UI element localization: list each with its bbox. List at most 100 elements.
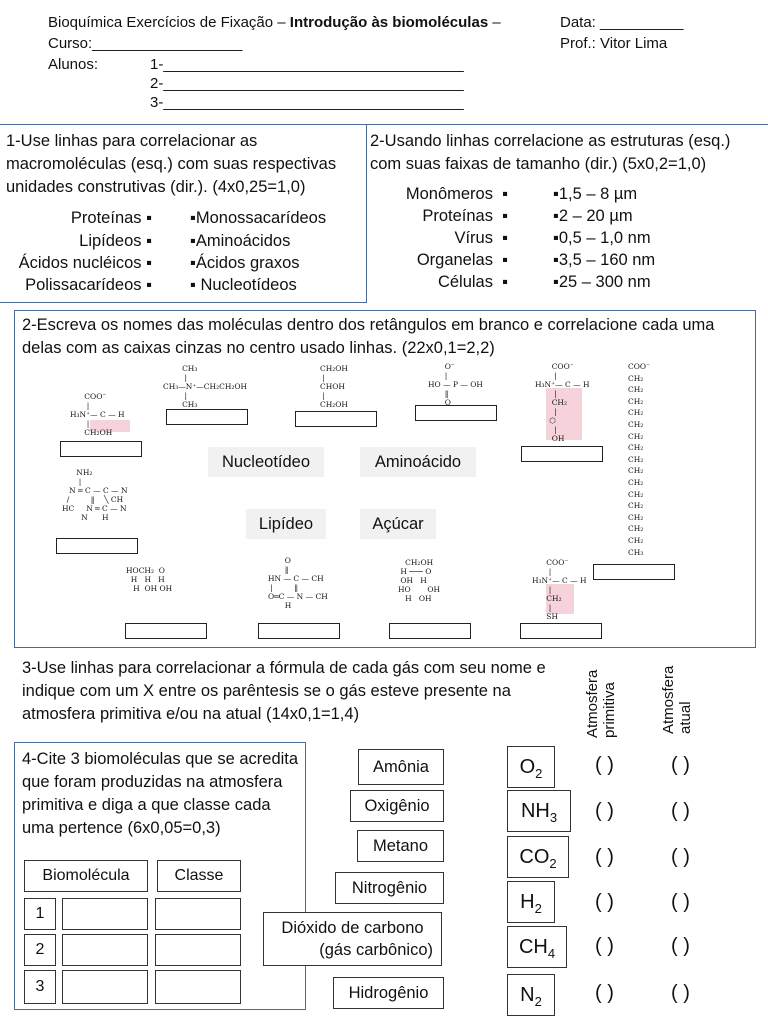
- worksheet-title: Bioquímica Exercícios de Fixação – Intro…: [48, 14, 501, 32]
- glycerol-structure: CH₂OH | CHOH | CH₂OH: [320, 364, 348, 409]
- q1-left-item: Lipídeos: [79, 231, 152, 251]
- answer-box[interactable]: [389, 623, 471, 639]
- biomolecule-input[interactable]: [62, 898, 148, 930]
- answer-box[interactable]: [125, 623, 207, 639]
- formula-co2: CO2: [507, 836, 569, 878]
- category-sugar: Açúcar: [360, 509, 436, 539]
- primitive-check[interactable]: ( ): [595, 935, 614, 957]
- formula-n2: N2: [507, 974, 555, 1016]
- current-check[interactable]: ( ): [671, 754, 690, 776]
- fatty-acid-unit: CH₂: [628, 408, 644, 418]
- formula-nh3: NH3: [507, 790, 571, 832]
- phosphate-structure: O⁻ | HO — P — OH ‖ O: [428, 362, 483, 407]
- class-input[interactable]: [155, 934, 241, 966]
- q1-bottom: [0, 302, 367, 303]
- current-check[interactable]: ( ): [671, 800, 690, 822]
- class-input[interactable]: [155, 898, 241, 930]
- fatty-acid-unit: CH₂: [628, 501, 644, 511]
- fatty-acid-unit: CH₂: [628, 489, 644, 499]
- formula-h2: H2: [507, 881, 555, 923]
- answer-box[interactable]: [60, 441, 142, 457]
- q1-left-item: Polissacarídeos: [25, 275, 152, 295]
- primitive-check[interactable]: ( ): [595, 846, 614, 868]
- q1-left-item: Ácidos nucléicos: [19, 253, 152, 273]
- answer-box[interactable]: [166, 409, 248, 425]
- fatty-acid-unit: CH₂: [628, 385, 644, 395]
- fatty-acid-unit: COO⁻: [628, 362, 650, 371]
- formula-o2: O2: [507, 746, 555, 788]
- q4-text: 4-Cite 3 biomoléculas que se acredita qu…: [22, 750, 299, 837]
- glucose-structure: CH₂OH H ─── O OH H HO OH H OH: [398, 558, 441, 603]
- q2-left-item: Proteínas: [422, 206, 508, 226]
- biomolecule-input[interactable]: [62, 934, 148, 966]
- student-line: 1-____________________________________: [150, 56, 464, 73]
- q2-right-item: 25 – 300 nm: [553, 272, 651, 292]
- fatty-acid-unit: CH₂: [628, 443, 644, 453]
- fatty-acid-unit: CH₂: [628, 536, 644, 545]
- answer-box[interactable]: [56, 538, 138, 554]
- fatty-acid-unit: CH₂: [628, 431, 644, 441]
- q2-left-item: Vírus: [454, 228, 508, 248]
- formula-ch4: CH4: [507, 926, 567, 968]
- q1-text: 1-Use linhas para correlacionar as macro…: [6, 132, 337, 196]
- student-line: 2-____________________________________: [150, 75, 464, 92]
- cysteine-highlight: [546, 584, 574, 614]
- q1-right-item: Ácidos graxos: [190, 253, 300, 273]
- biomolecule-input[interactable]: [62, 970, 148, 1004]
- students-label: Alunos:: [48, 56, 99, 73]
- primitive-check[interactable]: ( ): [595, 982, 614, 1004]
- primitive-check[interactable]: ( ): [595, 800, 614, 822]
- primitive-check[interactable]: ( ): [595, 754, 614, 776]
- q2-right-item: 2 – 20 µm: [553, 206, 633, 226]
- uracil-structure: O ‖ HN — C — CH | ‖ O═C — N — CH H: [268, 556, 328, 610]
- gas-name-dioxido: Dióxido de carbono(gás carbônico): [263, 912, 442, 966]
- q3-text: 3-Use linhas para correlacionar a fórmul…: [22, 659, 546, 723]
- current-check[interactable]: ( ): [671, 935, 690, 957]
- choline-structure: CH₃ | CH₃—N⁺—CH₂CH₂OH | CH₃: [163, 364, 248, 409]
- tyrosine-structure: COO⁻ | H₃N⁺— C — H | CH₂ | ⬡ | OH: [535, 362, 590, 443]
- fatty-acid-unit: CH₂: [628, 454, 644, 464]
- answer-box[interactable]: [258, 623, 340, 639]
- professor-name: Prof.: Vitor Lima: [560, 35, 668, 52]
- class-input[interactable]: [155, 970, 241, 1004]
- q2-right-item: 1,5 – 8 µm: [553, 184, 637, 204]
- primitive-check[interactable]: ( ): [595, 891, 614, 913]
- q2-right-item: 0,5 – 1,0 nm: [553, 228, 651, 248]
- q2-left-item: Células: [438, 272, 508, 292]
- q1-q2-divider: [366, 124, 367, 302]
- gas-name-oxigenio: Oxigênio: [350, 790, 444, 822]
- row-number: 1: [24, 898, 56, 930]
- ribose-structure: HOCH₂ O H H H H OH OH: [126, 566, 173, 593]
- gas-name-amonia: Amônia: [358, 749, 444, 785]
- category-amino-acid: Aminoácido: [360, 447, 476, 477]
- answer-box[interactable]: [521, 446, 603, 462]
- current-check[interactable]: ( ): [671, 982, 690, 1004]
- top-divider: [0, 124, 768, 125]
- gas-name-nitrogenio: Nitrogênio: [335, 872, 444, 904]
- student-line: 3-____________________________________: [150, 94, 464, 111]
- answer-box[interactable]: [415, 405, 497, 421]
- col-header-class: Classe: [157, 860, 241, 892]
- fatty-acid-unit: CH₂: [628, 524, 644, 534]
- q2-text: 2-Usando linhas correlacione as estrutur…: [370, 132, 731, 173]
- title-bold: Introdução às biomoléculas: [289, 14, 489, 31]
- cysteine-structure: COO⁻ | H₃N⁺— C — H | CH₂ | SH: [532, 558, 587, 621]
- q1-right-item: Monossacarídeos: [190, 208, 326, 228]
- current-check[interactable]: ( ): [671, 846, 690, 868]
- answer-box[interactable]: [593, 564, 675, 580]
- category-lipid: Lipídeo: [246, 509, 326, 539]
- col-header-biomolecule: Biomolécula: [24, 860, 148, 892]
- course-field: Curso:__________________: [48, 35, 243, 52]
- fatty-acid-unit: CH₃: [628, 547, 644, 557]
- q2-left-item: Organelas: [417, 250, 508, 270]
- q1-right-item: Nucleotídeos: [190, 275, 297, 295]
- answer-box[interactable]: [520, 623, 602, 639]
- gas-name-metano: Metano: [357, 830, 444, 862]
- tyrosine-highlight: [546, 388, 582, 440]
- row-number: 3: [24, 970, 56, 1004]
- row-number: 2: [24, 934, 56, 966]
- current-check[interactable]: ( ): [671, 891, 690, 913]
- title-prefix: Bioquímica Exercícios de Fixação –: [48, 14, 290, 31]
- answer-box[interactable]: [295, 411, 377, 427]
